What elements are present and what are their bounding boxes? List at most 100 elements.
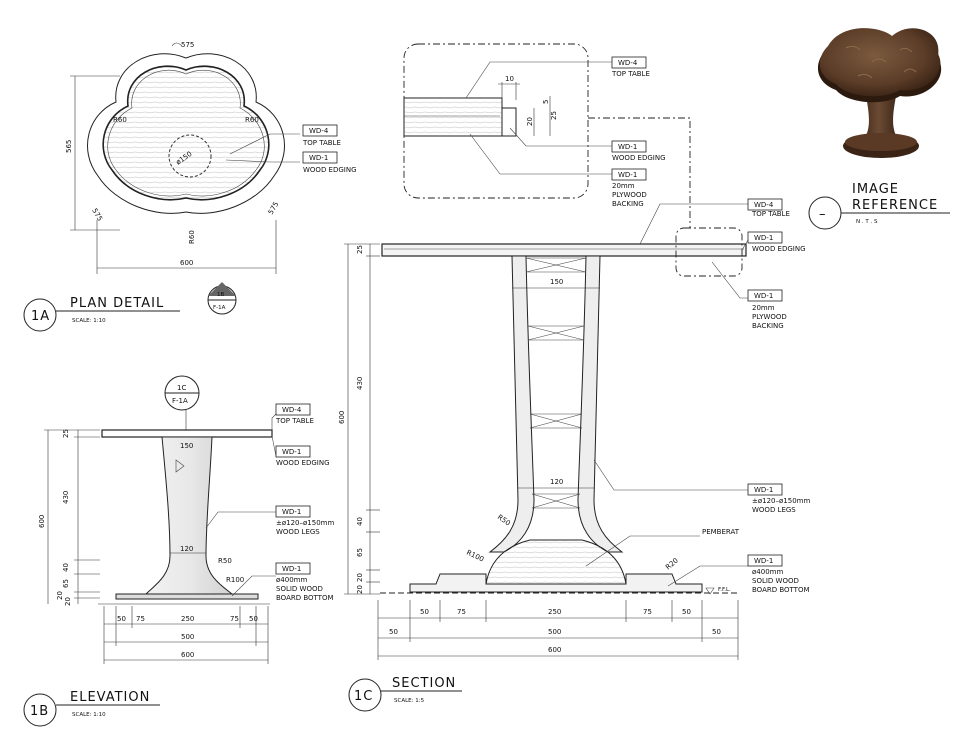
detail-tag1-code: WD-4 bbox=[618, 59, 638, 67]
elev-dim-b-50a: 50 bbox=[117, 615, 126, 623]
sec-dim-20b: 20 bbox=[356, 585, 364, 594]
elev-r100: R100 bbox=[226, 576, 244, 584]
sec-dim-25: 25 bbox=[356, 245, 364, 254]
sec-dim-b-75a: 75 bbox=[457, 608, 466, 616]
detail-tag2-desc: WOOD EDGING bbox=[612, 154, 666, 162]
plan-section-marker bbox=[207, 282, 237, 315]
plan-leg-circle bbox=[168, 134, 212, 178]
detail-callout bbox=[403, 43, 691, 228]
section-drawing bbox=[344, 203, 749, 660]
plan-tag2-desc: WOOD EDGING bbox=[303, 166, 357, 174]
elevation-scale: SCALE: 1:10 bbox=[72, 712, 106, 718]
sec-dim-b-50d: 50 bbox=[712, 628, 721, 636]
plan-title-number: 1A bbox=[31, 309, 50, 324]
plan-detail-drawing bbox=[70, 42, 300, 274]
detail-tag2-code: WD-1 bbox=[618, 143, 637, 151]
sec-tag4-code: WD-1 bbox=[754, 486, 773, 494]
elev-dim-120: 120 bbox=[180, 545, 193, 553]
plan-title: PLAN DETAIL bbox=[70, 296, 164, 311]
plan-outer-outline bbox=[87, 53, 285, 214]
plan-radius-a: R60 bbox=[113, 116, 127, 124]
plan-radius-c: R60 bbox=[188, 230, 196, 244]
sec-dim-430: 430 bbox=[356, 377, 364, 390]
detail-tag3-desc2: PLYWOOD bbox=[612, 191, 647, 199]
section-leg-right bbox=[577, 255, 624, 553]
plan-tag2-code: WD-1 bbox=[309, 154, 328, 162]
elevation-drawing bbox=[44, 410, 277, 664]
sec-tag1-code: WD-4 bbox=[754, 201, 774, 209]
plan-ref-bottom: F-1A bbox=[213, 305, 226, 311]
detail-tag3-desc1: 20mm bbox=[612, 182, 635, 190]
elev-dim-600: 600 bbox=[38, 515, 46, 528]
elev-tag2-desc: WOOD EDGING bbox=[276, 459, 330, 467]
plan-tag1-code: WD-4 bbox=[309, 127, 329, 135]
sec-tag4-desc1: ±ø120–ø150mm bbox=[752, 497, 810, 505]
elev-dim-600-bottom: 600 bbox=[181, 651, 194, 659]
detail-dim-20: 20 bbox=[526, 117, 534, 126]
sec-dim-b-50b: 50 bbox=[420, 608, 429, 616]
sec-tag3-desc2: PLYWOOD bbox=[752, 313, 787, 321]
plan-dim-top: 575 bbox=[181, 41, 194, 49]
elev-tag2-code: WD-1 bbox=[282, 448, 301, 456]
sec-tag1-desc: TOP TABLE bbox=[751, 210, 790, 218]
elev-tag4-desc2: SOLID WOOD bbox=[276, 585, 323, 593]
sec-ffl: F.F.L. bbox=[718, 587, 731, 593]
plan-tag1-box bbox=[302, 124, 338, 137]
elevation-title: ELEVATION bbox=[70, 690, 150, 705]
elev-dim-b-75b: 75 bbox=[230, 615, 239, 623]
sec-tag3-desc3: BACKING bbox=[752, 322, 784, 330]
plan-radius-575-b: 575 bbox=[267, 200, 281, 216]
elev-r50: R50 bbox=[218, 557, 232, 565]
image-ref-title-2: REFERENCE bbox=[852, 198, 938, 213]
plan-tag2-box bbox=[302, 151, 338, 164]
plan-scale: SCALE: 1:10 bbox=[72, 318, 106, 324]
elev-dim-65: 65 bbox=[62, 579, 70, 588]
detail-tag3-desc3: BACKING bbox=[612, 200, 644, 208]
elev-tag4-desc1: ø400mm bbox=[276, 576, 307, 584]
elevation-ref-bottom: F-1A bbox=[172, 397, 188, 405]
elev-dim-500: 500 bbox=[181, 633, 194, 641]
plan-dim-bottom: 600 bbox=[180, 259, 193, 267]
elev-tag4-code: WD-1 bbox=[282, 565, 301, 573]
sec-tag5-desc2: SOLID WOOD bbox=[752, 577, 799, 585]
sec-tag2-desc: WOOD EDGING bbox=[752, 245, 806, 253]
section-leg-left bbox=[488, 255, 535, 553]
elevation-title-number: 1B bbox=[30, 704, 49, 719]
elev-dim-20b: 20 bbox=[64, 597, 72, 606]
plan-ref-top: 1B bbox=[217, 292, 224, 298]
plan-radius-b: R60 bbox=[245, 116, 259, 124]
elev-dim-25: 25 bbox=[62, 429, 70, 438]
elev-dim-b-75a: 75 bbox=[136, 615, 145, 623]
section-title-number: 1C bbox=[354, 689, 373, 704]
sec-dim-500: 500 bbox=[548, 628, 561, 636]
sec-dim-600-bottom: 600 bbox=[548, 646, 561, 654]
sec-dim-b-50c: 50 bbox=[682, 608, 691, 616]
elev-tag4-desc3: BOARD BOTTOM bbox=[276, 594, 334, 602]
sec-tag5-desc3: BOARD BOTTOM bbox=[752, 586, 810, 594]
image-ref-title-1: IMAGE bbox=[852, 182, 899, 197]
sec-pemberat: PEMBERAT bbox=[702, 528, 740, 536]
elev-dim-150: 150 bbox=[180, 442, 193, 450]
sec-r20: R20 bbox=[664, 557, 680, 572]
sec-dim-b-50a: 50 bbox=[389, 628, 398, 636]
elev-tag3-desc2: WOOD LEGS bbox=[276, 528, 320, 536]
sec-r50: R50 bbox=[496, 513, 512, 527]
elev-dim-20a: 20 bbox=[56, 591, 64, 600]
sec-tag4-desc2: WOOD LEGS bbox=[752, 506, 796, 514]
elevation-ref-top: 1C bbox=[177, 384, 186, 392]
sec-dim-40: 40 bbox=[356, 517, 364, 526]
image-ref-symbol: – bbox=[819, 207, 827, 222]
elevation-title-bubble bbox=[23, 693, 57, 727]
sec-dim-120: 120 bbox=[550, 478, 563, 486]
elev-tag1-code: WD-4 bbox=[282, 406, 302, 414]
section-scale: SCALE: 1:5 bbox=[394, 698, 425, 704]
sec-dim-150: 150 bbox=[550, 278, 563, 286]
elev-tag3-desc1: ±ø120–ø150mm bbox=[276, 519, 334, 527]
sec-dim-65: 65 bbox=[356, 548, 364, 557]
plan-tag1-desc: TOP TABLE bbox=[302, 139, 341, 147]
section-title: SECTION bbox=[392, 676, 456, 691]
sec-tag5-desc1: ø400mm bbox=[752, 568, 783, 576]
plan-dim-left: 565 bbox=[65, 140, 73, 153]
reference-table-render bbox=[817, 28, 942, 158]
elev-dim-b-50b: 50 bbox=[249, 615, 258, 623]
